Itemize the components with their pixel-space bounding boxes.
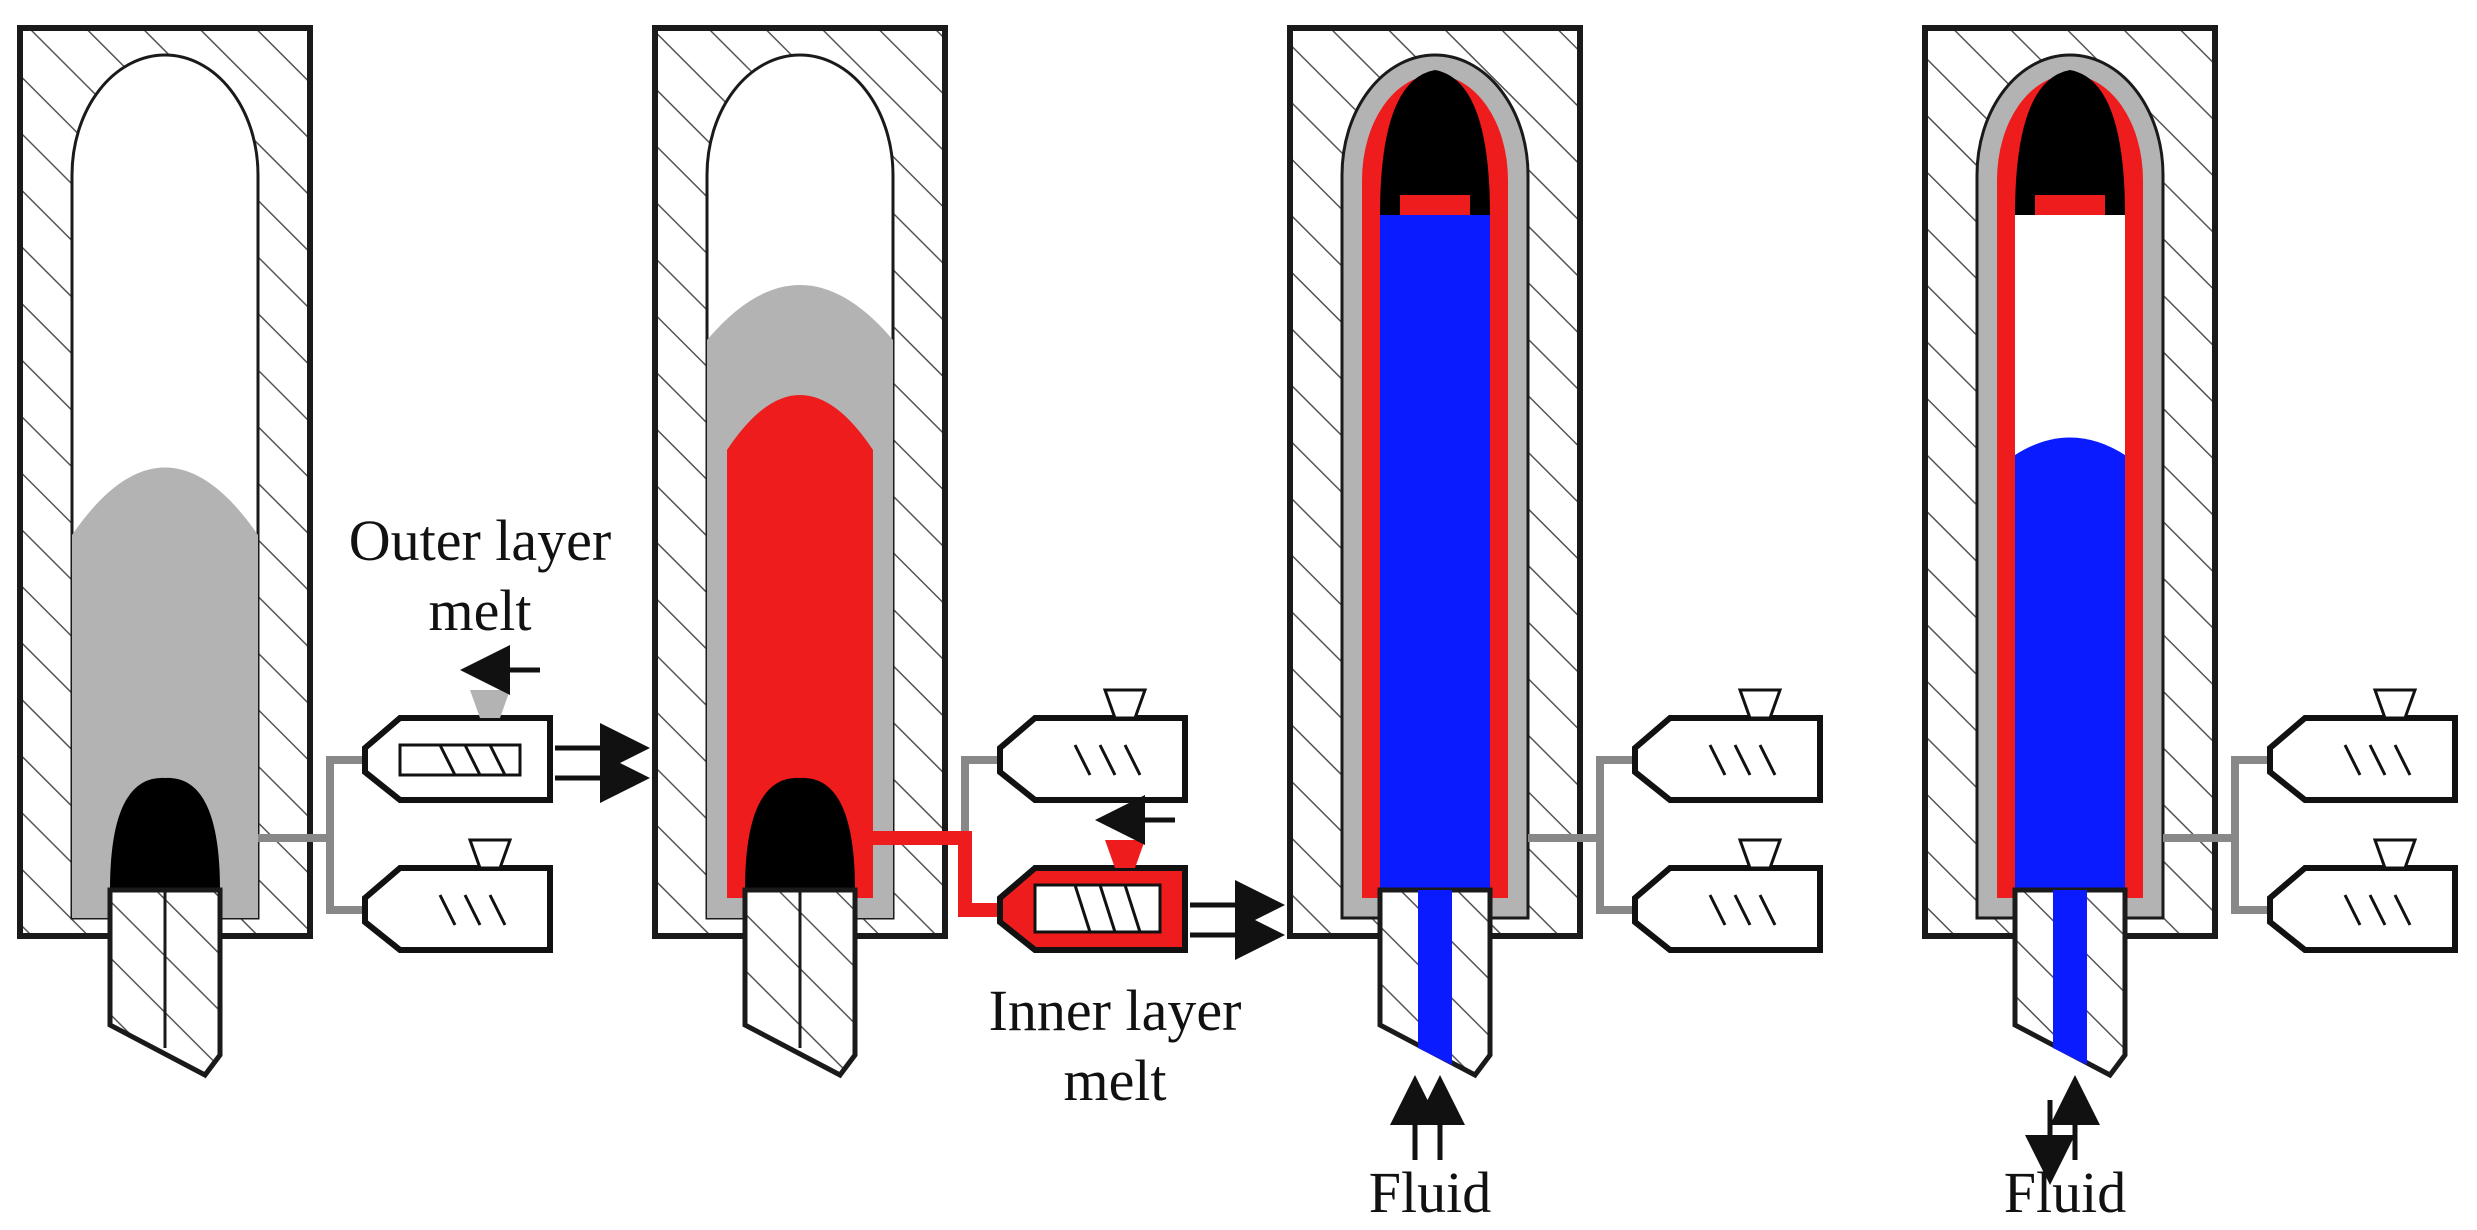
injection-unit-inner <box>997 840 1188 953</box>
fluid <box>1380 215 1490 898</box>
runner <box>258 756 365 914</box>
runner <box>1528 756 1635 914</box>
inner-melt <box>727 395 873 898</box>
core-tip <box>745 777 855 890</box>
hopper-icon <box>1105 840 1145 868</box>
hopper-icon <box>1102 688 1148 720</box>
fluid-label: Fluid <box>2004 1160 2127 1225</box>
outer-layer-label: Outer layer <box>349 508 611 573</box>
hopper-icon <box>2372 838 2418 870</box>
runner-inner <box>873 831 1000 917</box>
injection-unit-inner <box>362 838 553 953</box>
hopper-icon <box>467 838 513 870</box>
injection-unit-outer <box>2267 688 2458 803</box>
stage-2: Inner layer melt <box>652 25 1285 1113</box>
core-tip <box>110 777 220 890</box>
inner-layer-label: Inner layer <box>989 978 1242 1043</box>
hopper-icon <box>1737 688 1783 720</box>
fluid <box>2015 437 2125 898</box>
runner <box>2163 756 2270 914</box>
fluid-channel <box>2053 890 2087 1065</box>
stage-1: Outer layer melt <box>17 25 650 1079</box>
hopper-icon <box>1737 838 1783 870</box>
fluid-label: Fluid <box>1369 1160 1492 1225</box>
injection-unit-outer <box>362 690 553 803</box>
inner-melt-label: melt <box>1063 1048 1166 1113</box>
injection-unit-inner <box>2267 838 2458 953</box>
hopper-icon <box>2372 688 2418 720</box>
outer-melt-label: melt <box>428 578 531 643</box>
injection-unit-outer <box>1632 688 1823 803</box>
core-tip <box>1380 70 1490 215</box>
hopper-icon <box>470 690 510 718</box>
core-tip <box>2015 70 2125 215</box>
fluid-channel <box>1418 890 1452 1065</box>
injection-unit-inner <box>1632 838 1823 953</box>
stage-4: Fluid <box>1922 25 2458 1225</box>
outer-melt <box>72 467 258 918</box>
stage-3: Fluid <box>1287 25 1823 1225</box>
injection-unit-outer <box>997 688 1188 803</box>
